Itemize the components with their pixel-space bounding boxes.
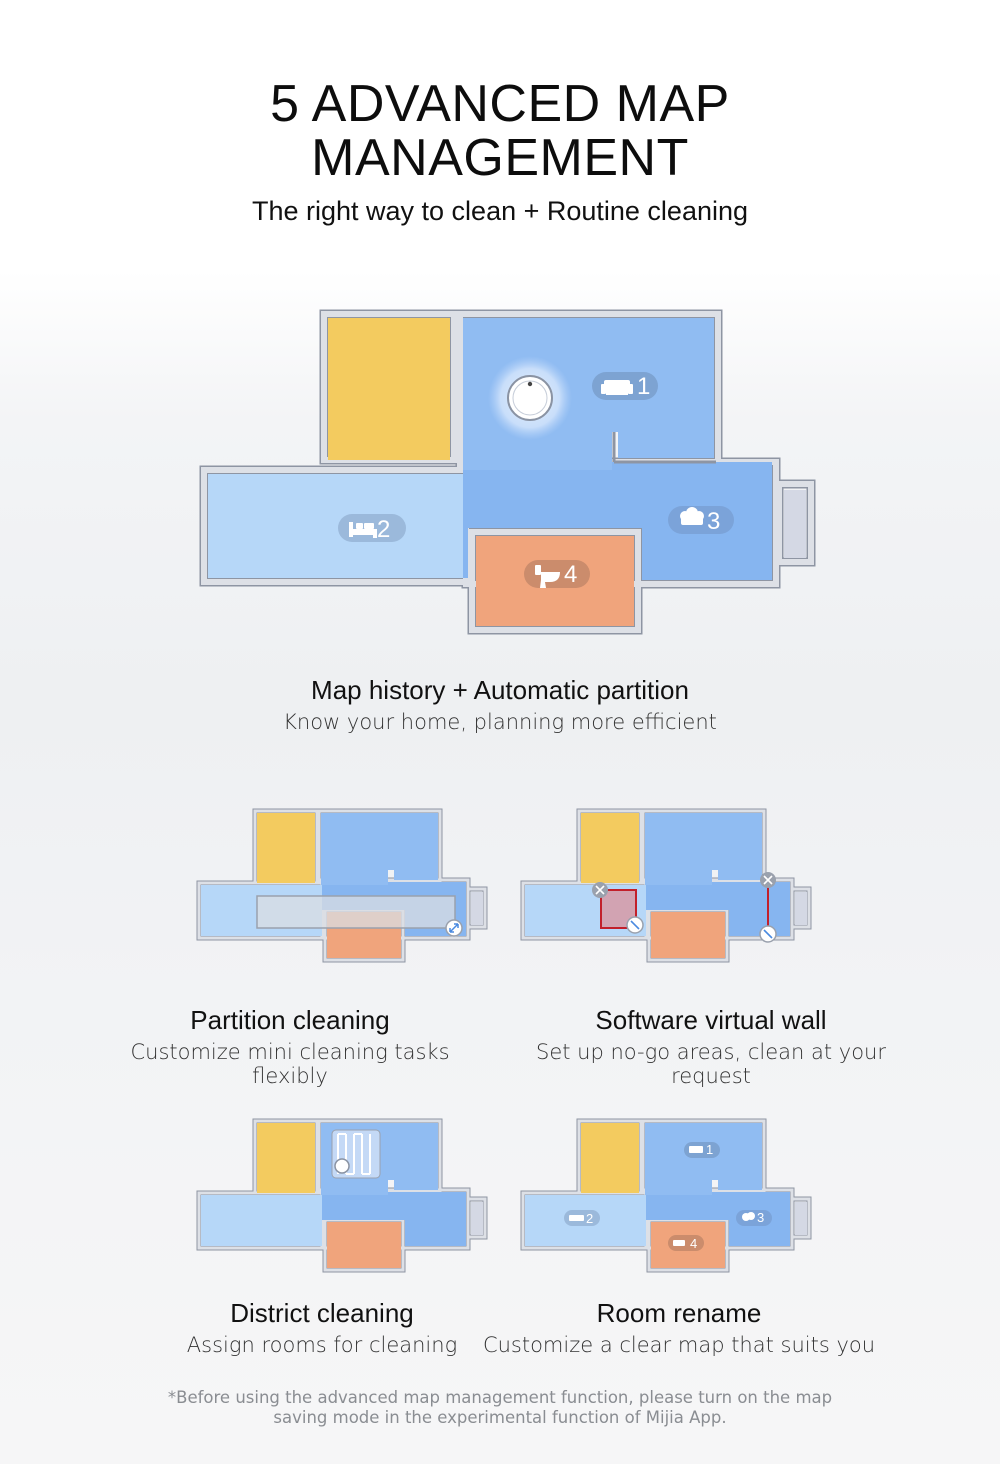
virtual-wall-map [523, 811, 809, 960]
feature-title-district: District cleaning [230, 1298, 414, 1328]
feature-desc-virtual-wall: Set up no-go areas, clean at your reques… [536, 1040, 886, 1088]
toilet-icon [673, 1240, 685, 1246]
rename-label-2: 2 [586, 1211, 593, 1226]
room-3 [463, 462, 772, 580]
rename-label-4: 4 [690, 1236, 697, 1251]
feature-desc-room-rename: Customize a clear map that suits you [482, 1333, 876, 1357]
room-yellow [328, 318, 450, 460]
chef-hat-icon [680, 507, 704, 525]
room-2 [208, 474, 463, 578]
main-map-description: Know your home, planning more efficient [283, 710, 717, 734]
rename-label-3: 3 [757, 1210, 764, 1225]
footnote: *Before using the advanced map managemen… [140, 1388, 860, 1428]
feature-desc-district: Assign rooms for cleaning [186, 1333, 458, 1357]
rename-label-1: 1 [706, 1142, 713, 1157]
room-balcony [784, 490, 806, 558]
toilet-icon [535, 565, 560, 588]
footnote-line-2: saving mode in the experimental function… [273, 1408, 727, 1427]
bed-icon [349, 522, 377, 538]
partition-selection-box [256, 895, 456, 929]
district-cleaning-map [199, 1121, 485, 1270]
feature-title-partition: Partition cleaning [190, 1005, 390, 1035]
feature-title-room-rename: Room rename [596, 1298, 762, 1328]
bed-icon [569, 1215, 584, 1221]
feature-desc-partition: Customize mini cleaning tasks flexibly [130, 1040, 450, 1088]
partition-cleaning-map [199, 811, 485, 960]
main-map-title: Map history + Automatic partition [311, 675, 689, 705]
room-number-3: 3 [707, 508, 720, 535]
robot-icon [334, 1158, 350, 1174]
feature-title-virtual-wall: Software virtual wall [595, 1005, 827, 1035]
page-subtitle: The right way to clean + Routine cleanin… [251, 196, 749, 226]
page-title-line-2: MANAGEMENT [311, 129, 689, 187]
room-number-2: 2 [377, 516, 390, 543]
footnote-line-1: *Before using the advanced map managemen… [167, 1388, 833, 1407]
page-title-line-1: 5 ADVANCED MAP [270, 75, 730, 133]
sofa-icon [689, 1146, 703, 1153]
room-rename-map: 1 2 3 4 [523, 1121, 809, 1270]
robot-vacuum-icon [507, 375, 553, 421]
room-number-4: 4 [564, 561, 577, 588]
room-number-1: 1 [637, 373, 650, 400]
sofa-icon [601, 380, 633, 395]
